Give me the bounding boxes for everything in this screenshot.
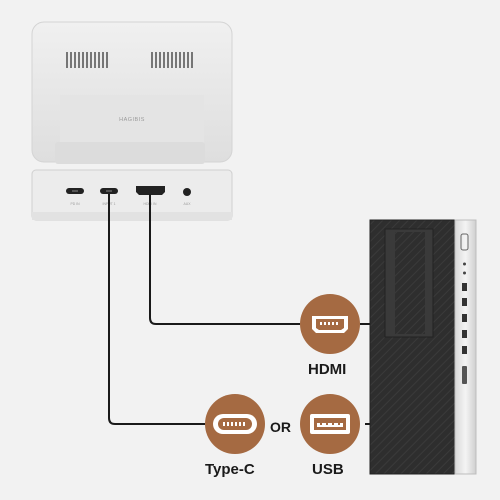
hdmi-label: HDMI xyxy=(308,361,347,378)
brand-logo: HAGIBIS xyxy=(119,117,145,123)
pc-tower xyxy=(369,219,477,475)
port-label: AUX xyxy=(184,202,192,206)
monitor-stand: HAGIBIS xyxy=(31,21,233,164)
port-hub: PD IN INPUT 1 HDMI IN AUX xyxy=(31,169,233,221)
port-label: PD IN xyxy=(70,202,80,206)
hdmi-cable xyxy=(149,194,300,325)
usb-label: USB xyxy=(312,461,344,478)
vent-right xyxy=(151,52,193,68)
type-c-label: Type-C xyxy=(205,461,255,478)
hdmi-port-icon xyxy=(136,186,165,195)
or-separator: OR xyxy=(270,419,291,435)
vent-left xyxy=(66,52,108,68)
usb-connector-badge xyxy=(300,394,360,454)
type-c-connector-badge xyxy=(205,394,265,454)
power-button-icon xyxy=(460,233,469,251)
audio-jack-icon xyxy=(183,188,191,196)
hdmi-connector-badge xyxy=(300,294,360,354)
type-c-cable xyxy=(108,194,205,425)
